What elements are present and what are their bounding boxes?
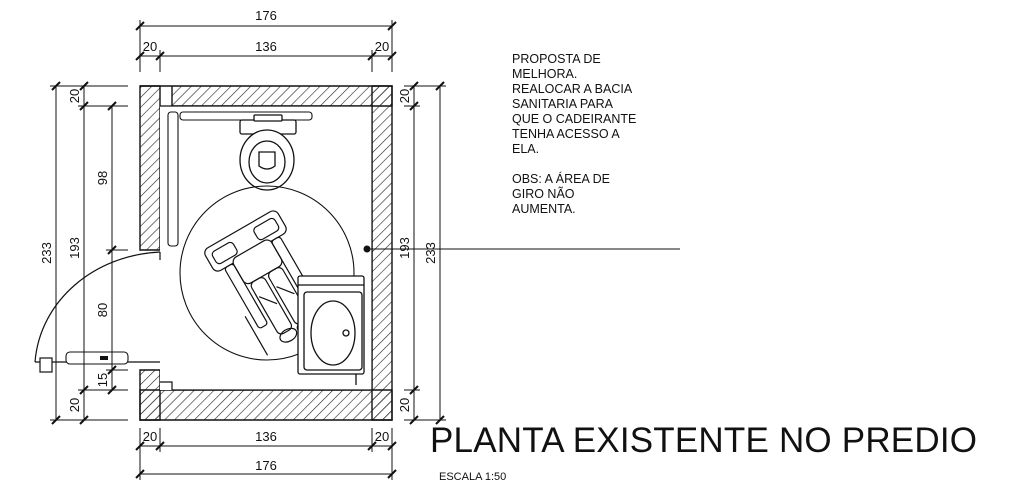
dim-left-inner: 193	[67, 237, 82, 259]
dim-right-total: 233	[423, 242, 438, 264]
note-line: SANITARIA PARA	[512, 97, 613, 111]
dimension-ticks	[51, 21, 445, 479]
wall-left-lower	[139, 369, 161, 421]
note-line: ELA.	[512, 142, 540, 156]
toilet	[239, 114, 297, 191]
dim-bottom-mid: 136	[255, 429, 277, 444]
wall-left-upper	[139, 85, 161, 251]
dim-top-mid: 136	[255, 39, 277, 54]
note-line: REALOCAR A BACIA	[512, 82, 633, 96]
note-line: TENHA ACESSO A	[512, 127, 620, 141]
plan-scale: ESCALA 1:50	[439, 471, 507, 483]
dim-top-left: 20	[143, 39, 157, 54]
proposal-note: PROPOSTA DE MELHORA. REALOCAR A BACIA SA…	[512, 52, 752, 217]
walls	[139, 85, 393, 421]
dim-top-total: 176	[255, 8, 277, 23]
grab-bar-vertical	[167, 111, 179, 247]
plan-title: PLANTA EXISTENTE NO PREDIO	[430, 421, 978, 460]
dim-left-top-wall: 20	[67, 89, 82, 103]
dim-left-upper: 98	[95, 171, 110, 185]
obs-line: AUMENTA.	[512, 202, 576, 216]
sink	[297, 275, 365, 385]
dim-left-door: 80	[95, 303, 110, 317]
obs-line: OBS: A ÁREA DE	[512, 172, 610, 186]
note-line: PROPOSTA DE	[512, 52, 601, 66]
note-leader	[363, 245, 680, 253]
dim-left-bottom-wall: 20	[67, 398, 82, 412]
dim-bottom-total: 176	[255, 458, 277, 473]
dim-left-small: 15	[95, 373, 110, 387]
dim-right-bottom-wall: 20	[397, 398, 412, 412]
turning-circle	[179, 185, 355, 361]
dim-bottom-right: 20	[375, 429, 389, 444]
dim-right-inner: 193	[397, 237, 412, 259]
wall-bottom	[139, 389, 393, 421]
dim-bottom-left: 20	[143, 429, 157, 444]
dim-left-total: 233	[39, 242, 54, 264]
note-line: QUE O CADEIRANTE	[512, 112, 637, 126]
exterior-grab-bar	[65, 351, 129, 365]
grab-bar-horizontal	[179, 111, 313, 121]
dim-top-right: 20	[375, 39, 389, 54]
obs-line: GIRO NÃO	[512, 187, 575, 201]
note-line: MELHORA.	[512, 67, 578, 81]
dim-right-top-wall: 20	[397, 89, 412, 103]
dimension-lines	[50, 20, 446, 480]
wall-right	[371, 85, 393, 421]
wall-top	[140, 85, 393, 107]
